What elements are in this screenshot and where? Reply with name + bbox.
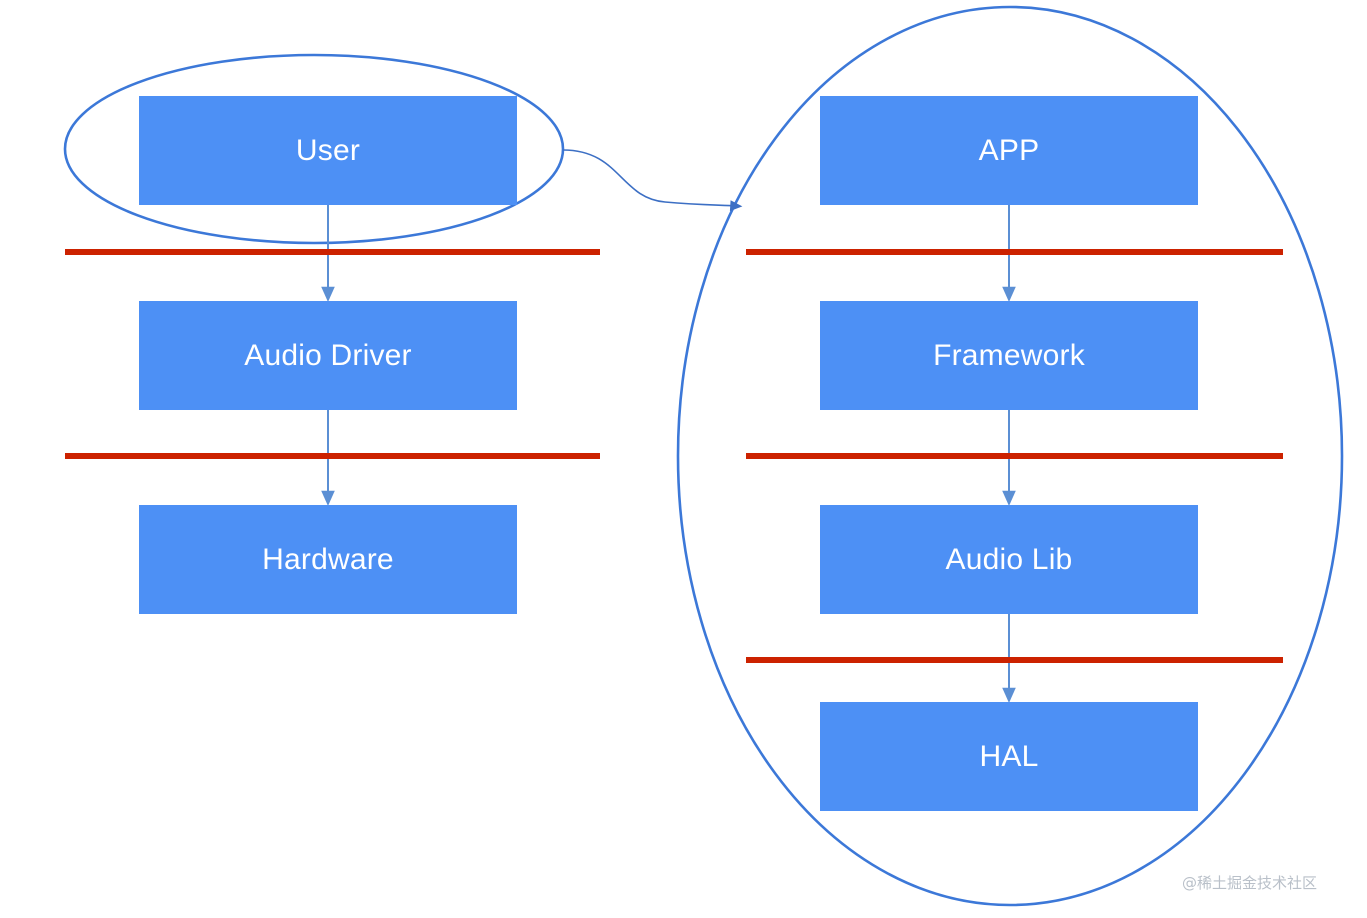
node-hardware-label: Hardware — [262, 542, 394, 576]
node-app[interactable]: APP — [820, 96, 1198, 205]
node-hardware[interactable]: Hardware — [139, 505, 517, 614]
node-audio-driver[interactable]: Audio Driver — [139, 301, 517, 410]
watermark-label: @稀土掘金技术社区 — [1182, 874, 1318, 892]
node-hal-label: HAL — [979, 739, 1039, 773]
node-framework[interactable]: Framework — [820, 301, 1198, 410]
node-audio-driver-label: Audio Driver — [244, 338, 412, 372]
user-ellipse — [63, 53, 565, 245]
node-framework-label: Framework — [933, 338, 1085, 372]
node-user[interactable]: User — [139, 96, 517, 205]
android-stack-ellipse — [676, 5, 1344, 907]
node-audio-lib[interactable]: Audio Lib — [820, 505, 1198, 614]
node-user-label: User — [295, 133, 361, 167]
connector-user-to-android — [562, 149, 743, 212]
node-app-label: APP — [978, 133, 1040, 167]
node-audio-lib-label: Audio Lib — [945, 542, 1073, 576]
node-hal[interactable]: HAL — [820, 702, 1198, 811]
